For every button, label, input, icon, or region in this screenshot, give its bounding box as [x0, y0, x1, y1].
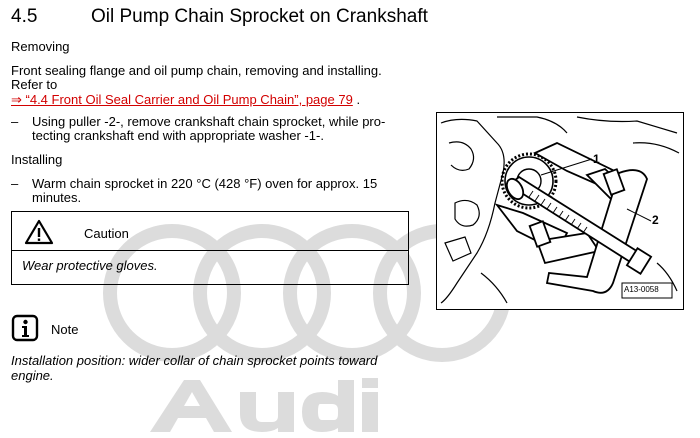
- callout-2-label: 2: [652, 213, 659, 227]
- note-line1: Installation position: wider collar of c…: [11, 353, 378, 368]
- caution-text: Wear protective gloves.: [22, 258, 158, 273]
- removing-intro-line1: Front sealing flange and oil pump chain,…: [11, 63, 382, 78]
- removing-heading: Removing: [11, 39, 70, 54]
- figure-id: A13-0058: [624, 285, 659, 294]
- caution-title: Caution: [84, 226, 129, 241]
- figure-id-box: [621, 282, 673, 299]
- installing-step-line2: minutes.: [32, 190, 82, 205]
- callout-2-leader: [626, 208, 652, 222]
- puller-illustration: 1 2 A13-0058: [436, 112, 684, 310]
- spindle-hex-nut: [625, 247, 653, 275]
- removing-step-line2: tecting crankshaft end with appropriate …: [32, 128, 324, 143]
- removing-bullet-dash: –: [11, 114, 19, 129]
- warning-triangle-icon: [24, 219, 54, 245]
- caution-box: Caution Wear protective gloves.: [11, 211, 409, 285]
- removing-reference: ⇒ “4.4 Front Oil Seal Carrier and Oil Pu…: [11, 92, 360, 107]
- callout-1-label: 1: [593, 152, 600, 166]
- callout-1-leader: [540, 158, 593, 176]
- puller-drawing: [440, 116, 680, 304]
- puller-crossbar: [545, 169, 648, 294]
- caution-divider: [12, 250, 408, 251]
- note-title: Note: [51, 322, 79, 337]
- installing-step-line1: Warm chain sprocket in 220 °C (428 °F) o…: [32, 176, 378, 191]
- removing-step-line1: Using puller -2-, remove crankshaft chai…: [32, 114, 386, 129]
- section-number: 4.5: [11, 6, 38, 27]
- engine-outline: [440, 118, 505, 304]
- puller-tool: [494, 142, 653, 294]
- reference-link-suffix: .: [352, 92, 361, 107]
- protective-washer: [505, 177, 525, 201]
- section-title: Oil Pump Chain Sprocket on Crankshaft: [91, 6, 428, 27]
- note-line2: engine.: [11, 368, 54, 383]
- removing-intro-line2: Refer to: [11, 77, 58, 92]
- reference-link[interactable]: ⇒ “4.4 Front Oil Seal Carrier and Oil Pu…: [11, 92, 353, 107]
- info-icon: [11, 314, 39, 342]
- installing-heading: Installing: [11, 152, 63, 167]
- installing-bullet-dash: –: [11, 176, 19, 191]
